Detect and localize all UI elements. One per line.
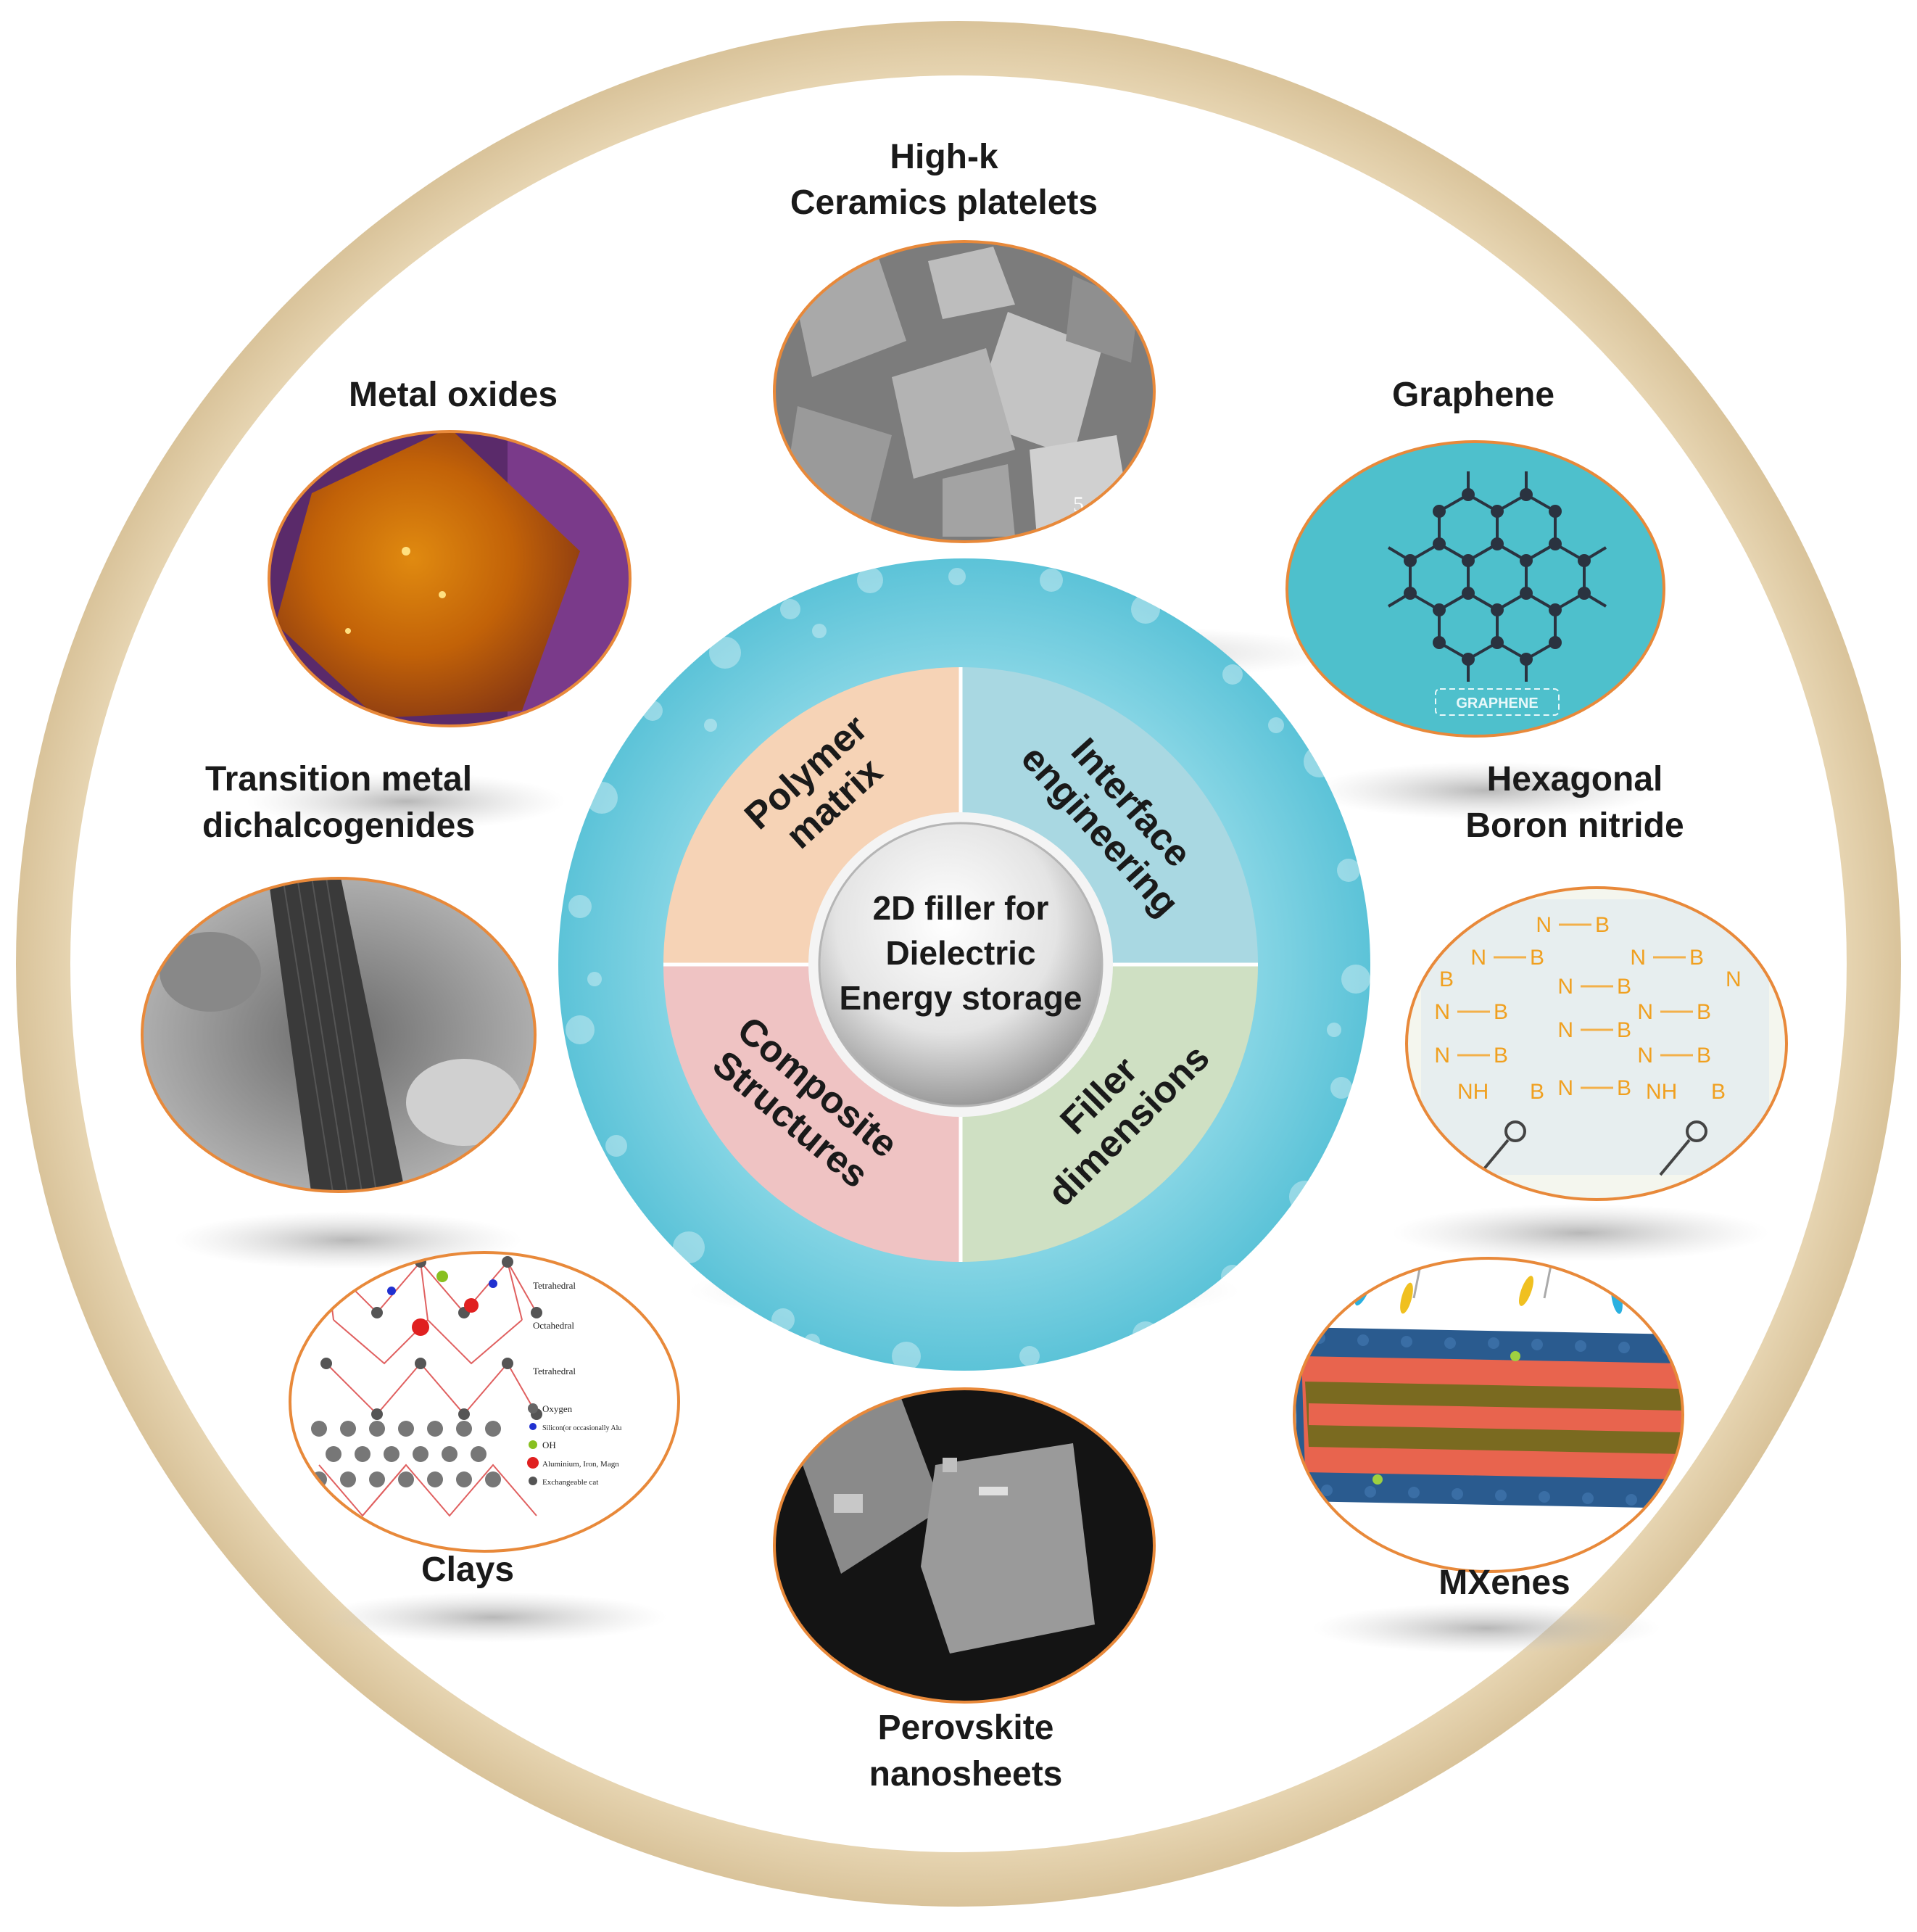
- hbn-atom-n11: N: [1557, 1076, 1573, 1100]
- perovskite-image: [774, 1389, 1154, 1702]
- tmd-line2: dichalcogenides: [202, 806, 475, 845]
- hbn-atom-b5: B: [1617, 975, 1631, 999]
- filler-hbn: Hexagonal Boron nitride N B N B N B: [1405, 760, 1788, 1201]
- hbn-atom-n9: N: [1434, 1044, 1450, 1068]
- perovskite-frame: [773, 1387, 1156, 1704]
- hbn-atom-b11: B: [1530, 1080, 1544, 1104]
- hbn-frame: [1405, 886, 1788, 1201]
- center-line1: 2D filler for: [873, 889, 1049, 927]
- quadrant-ring: [663, 667, 1258, 1262]
- clays-legend-2: Octahedral: [533, 1320, 574, 1331]
- hbn-atom-n8: N: [1557, 1018, 1573, 1042]
- hbn-atom-n10: N: [1637, 1044, 1653, 1068]
- hbn-atom-b4: B: [1439, 967, 1454, 991]
- tmd-frame: [141, 877, 537, 1193]
- mxenes-label: MXenes: [1438, 1564, 1570, 1602]
- hbn-atom-nh2: NH: [1646, 1080, 1677, 1104]
- hbn-atom-b10: B: [1697, 1044, 1711, 1068]
- hbn-atom-n2: N: [1470, 946, 1486, 970]
- clays-key-3: OH: [542, 1440, 556, 1450]
- hbn-atom-b13: B: [1711, 1080, 1726, 1104]
- clays-legend-1: Tetrahedral: [533, 1280, 576, 1291]
- mxenes-image: [1294, 1258, 1683, 1572]
- ceramics-line2: Ceramics platelets: [790, 183, 1098, 222]
- hbn-atom-n1: N: [1536, 913, 1552, 937]
- graphene-frame: [1285, 440, 1665, 738]
- clays-frame: [289, 1251, 680, 1553]
- filler-graphene: Graphene: [1285, 376, 1665, 738]
- perovskite-line1: Perovskite: [878, 1709, 1054, 1747]
- clays-label: Clays: [421, 1551, 514, 1589]
- ceramics-frame: [773, 240, 1156, 543]
- ceramics-line1: High-k: [890, 138, 998, 176]
- graphene-label: Graphene: [1392, 376, 1554, 414]
- hbn-atom-n7: N: [1637, 1000, 1653, 1024]
- hbn-atom-b6: B: [1494, 1000, 1508, 1024]
- filler-mxenes: MXenes: [1293, 1257, 1684, 1602]
- perovskite-line2: nanosheets: [869, 1755, 1063, 1793]
- clays-key-5: Exchangeable cat: [542, 1478, 598, 1487]
- clays-key-4: Aluminium, Iron, Magn: [542, 1460, 619, 1469]
- hbn-line2: Boron nitride: [1465, 806, 1684, 845]
- center-line3: Energy storage: [840, 979, 1082, 1017]
- center-sphere: 2D filler for Dielectric Energy storage: [808, 812, 1113, 1117]
- hbn-atom-b1: B: [1595, 913, 1610, 937]
- clays-key-2: Silicon(or occasionally Alu: [542, 1424, 621, 1432]
- graphene-tag: GRAPHENE: [1456, 695, 1538, 711]
- hbn-atom-n6: N: [1434, 1000, 1450, 1024]
- hbn-atom-nh1: NH: [1457, 1080, 1489, 1104]
- hbn-atom-b2: B: [1530, 946, 1544, 970]
- hbn-atom-b7: B: [1697, 1000, 1711, 1024]
- hbn-atom-b8: B: [1617, 1018, 1631, 1042]
- hbn-atom-n3: N: [1630, 946, 1646, 970]
- hbn-atom-n5: N: [1726, 967, 1742, 991]
- hbn-atom-b9: B: [1494, 1044, 1508, 1068]
- hbn-line1: Hexagonal: [1487, 760, 1663, 798]
- filler-clays: Tetrahedral Octahedral Tetrahedral Oxyge…: [289, 1251, 680, 1589]
- clays-legend-3: Tetrahedral: [533, 1366, 576, 1376]
- filler-perovskite: Perovskite nanosheets: [773, 1387, 1156, 1793]
- tmd-image: [142, 878, 535, 1192]
- center-line2: Dielectric: [885, 934, 1035, 972]
- filler-tmd: Transition metal dichalcogenides: [141, 760, 537, 1193]
- tmd-line1: Transition metal: [205, 760, 472, 798]
- hbn-atom-n4: N: [1557, 975, 1573, 999]
- clays-key-1: Oxygen: [542, 1403, 573, 1414]
- graphene-image: GRAPHENE: [1287, 442, 1664, 736]
- hbn-atom-b3: B: [1689, 946, 1704, 970]
- hbn-image: N B N B N B B N B N N B N B N B N B N B …: [1407, 888, 1786, 1200]
- metal-oxides-label: Metal oxides: [349, 376, 558, 414]
- clays-image: Tetrahedral Octahedral Tetrahedral Oxyge…: [290, 1252, 679, 1551]
- metal-oxides-frame: [268, 430, 632, 727]
- mxenes-frame: [1293, 1257, 1684, 1573]
- hbn-atom-b12: B: [1617, 1076, 1631, 1100]
